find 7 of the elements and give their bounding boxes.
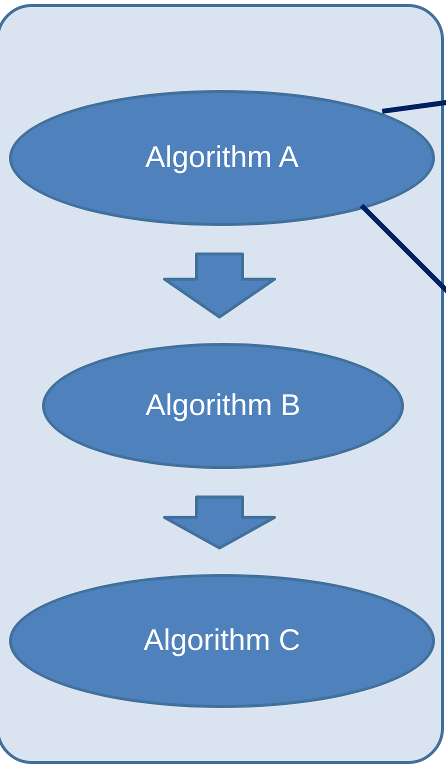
- block-arrow: [163, 496, 276, 550]
- node-label: Algorithm C: [144, 623, 300, 660]
- block-arrow: [163, 252, 276, 318]
- container-panel: [0, 4, 444, 764]
- connector-line: [360, 204, 446, 296]
- node-label: Algorithm A: [145, 140, 299, 176]
- node-label: Algorithm B: [145, 388, 301, 424]
